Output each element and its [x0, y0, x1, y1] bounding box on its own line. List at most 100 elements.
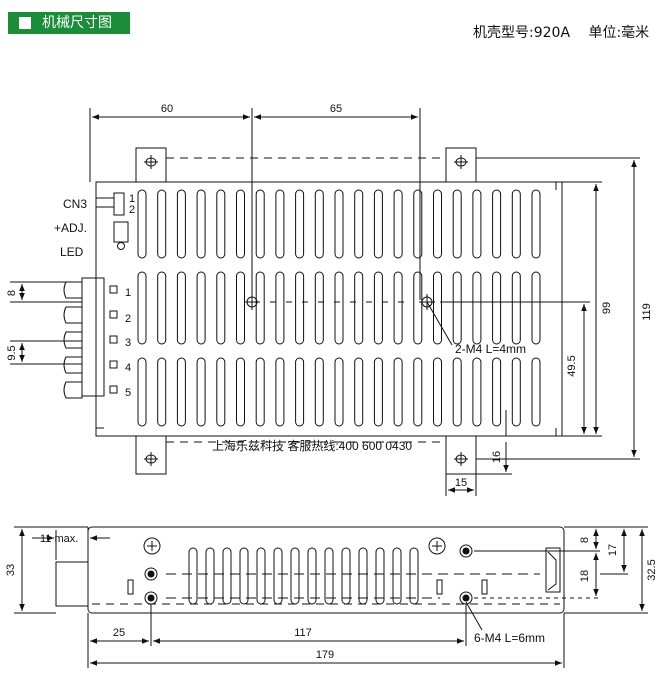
- cn3-label: CN3: [63, 197, 87, 211]
- vent-slot: [275, 357, 285, 427]
- vent-slot: [413, 271, 423, 345]
- cn3-pin2-label: 2: [129, 204, 135, 216]
- vent-slot: [295, 271, 305, 345]
- company-hotline: 上海乐兹科技 客服热线:400 600 0430: [212, 438, 412, 453]
- vent-slot: [196, 271, 206, 345]
- vent-slot: [433, 271, 442, 345]
- terminal-screw: [63, 356, 83, 374]
- m4-hole-side-c: [459, 544, 473, 558]
- dim-60-label: 60: [161, 103, 173, 115]
- vent-slot: [176, 189, 186, 259]
- side-vent-slot: [409, 547, 419, 605]
- vent-slot: [433, 189, 442, 259]
- vent-slot: [216, 189, 226, 259]
- side-vent-slot: [256, 547, 266, 605]
- dim-17-label: 17: [607, 544, 619, 556]
- vent-slot: [157, 357, 167, 427]
- dim-15-label: 15: [455, 477, 467, 489]
- vent-slot: [354, 271, 364, 345]
- header-info: 机壳型号:920A 单位:毫米: [473, 22, 663, 42]
- vent-slot: [334, 189, 344, 259]
- vent-slot: [452, 271, 462, 345]
- vent-slot: [531, 189, 541, 259]
- vent-slot: [393, 271, 403, 345]
- dim-49-5-label: 49.5: [566, 355, 578, 376]
- terminal-4-label: 4: [125, 362, 131, 374]
- section-title: 机械尺寸图: [42, 15, 112, 31]
- vent-slot: [452, 357, 462, 427]
- vent-slot: [255, 189, 265, 259]
- vent-slot: [492, 189, 502, 259]
- dim-65-label: 65: [330, 103, 342, 115]
- terminal-marker: [109, 310, 118, 319]
- vent-slot: [334, 271, 344, 345]
- vent-slot: [255, 357, 265, 427]
- dim-9-5-label: 9.5: [6, 345, 18, 360]
- square-icon: [19, 17, 31, 29]
- side-vent-slot: [188, 547, 198, 605]
- vent-slot: [393, 357, 403, 427]
- vent-slot: [295, 189, 305, 259]
- terminal-marker: [109, 385, 118, 394]
- terminal-1-label: 1: [125, 287, 131, 299]
- vent-slot: [157, 271, 167, 345]
- vent-slot: [413, 189, 423, 259]
- side-vent-slot: [341, 547, 351, 605]
- vent-slot: [393, 189, 403, 259]
- vent-slot: [472, 357, 482, 427]
- side-vent-slot: [375, 547, 385, 605]
- vent-slot: [275, 271, 285, 345]
- side-vent-slot: [290, 547, 300, 605]
- vent-slot: [216, 271, 226, 345]
- dim-119-label: 119: [641, 303, 653, 321]
- vent-slot: [314, 271, 324, 345]
- vent-row-middle: [137, 271, 541, 345]
- vent-slot: [413, 357, 423, 427]
- vent-slot: [196, 189, 206, 259]
- vent-slot: [157, 189, 167, 259]
- cn3-pin1-label: 1: [129, 193, 135, 205]
- vent-slot: [137, 189, 147, 259]
- terminal-screw: [63, 381, 83, 399]
- vent-slot: [275, 189, 285, 259]
- vent-slot: [472, 189, 482, 259]
- terminal-screw: [63, 306, 83, 324]
- vent-slot: [433, 357, 442, 427]
- vent-slot: [531, 357, 541, 427]
- vent-slot: [216, 357, 226, 427]
- side-vent-slot: [239, 547, 249, 605]
- side-vent-slot: [273, 547, 283, 605]
- dim-33-label: 33: [5, 564, 17, 576]
- vent-slot: [373, 189, 383, 259]
- vent-slot: [373, 271, 383, 345]
- vent-slot: [137, 357, 147, 427]
- dim-11max-label: 11 max.: [40, 533, 78, 545]
- unit-label: 单位:毫米: [588, 25, 650, 41]
- dim-side-8-label: 8: [579, 537, 591, 543]
- vent-slot: [295, 357, 305, 427]
- side-vent-slot: [358, 547, 368, 605]
- top-view: [10, 108, 640, 496]
- dim-8-label: 8: [6, 290, 18, 296]
- terminal-screw: [63, 331, 83, 349]
- side-vent-slot: [307, 547, 317, 605]
- dim-99-label: 99: [601, 302, 613, 314]
- vent-slot: [472, 271, 482, 345]
- terminal-marker: [109, 335, 118, 344]
- led-label: LED: [60, 245, 84, 259]
- m4-screw-note: 2-M4 L=4mm: [455, 342, 526, 356]
- case-body: [95, 181, 563, 437]
- vent-slot: [334, 357, 344, 427]
- vent-slot: [354, 357, 364, 427]
- vent-slot: [176, 357, 186, 427]
- vent-slot: [492, 271, 502, 345]
- vent-slot: [354, 189, 364, 259]
- side-vent-slots: [188, 547, 419, 605]
- phillips-screw-left: [143, 537, 161, 555]
- vent-slot: [236, 189, 245, 259]
- dim-32-5-label: 32.5: [646, 559, 658, 580]
- side-screw-note: 6-M4 L=6mm: [474, 631, 545, 645]
- section-title-badge: 机械尺寸图: [8, 12, 130, 34]
- vent-row-top: [137, 189, 541, 259]
- vent-slot: [236, 271, 245, 345]
